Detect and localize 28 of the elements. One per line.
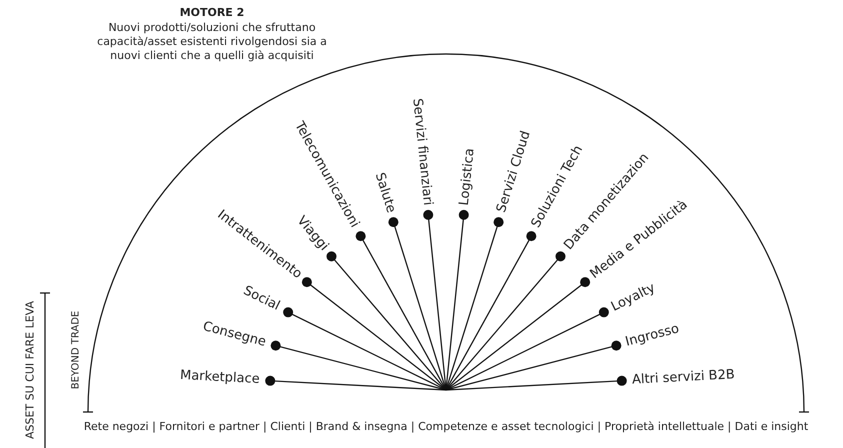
section-label: BEYOND TRADE <box>70 310 82 390</box>
connector-line <box>446 307 609 391</box>
connector-line <box>356 231 447 390</box>
category-label: Logistica <box>457 147 479 206</box>
axis-label: ASSET SU CUI FARE LEVA <box>24 301 36 439</box>
category-label: Altri servizi B2B <box>631 366 735 388</box>
connector-line <box>446 277 590 390</box>
connector-line <box>445 217 504 390</box>
category-label: Salute <box>370 170 398 215</box>
category-label: Servizi Cloud <box>494 129 534 215</box>
connector-line <box>265 376 446 391</box>
connector-line <box>446 340 622 391</box>
connector-line <box>283 307 446 391</box>
connector-line <box>388 217 447 390</box>
category-label: Servizi finanziari <box>408 97 436 206</box>
heading: MOTORE 2 <box>180 6 244 19</box>
category-label: Marketplace <box>180 368 260 388</box>
connector-line <box>270 340 446 391</box>
connector-line <box>446 251 566 390</box>
connector-line <box>423 210 447 390</box>
connector-line <box>445 231 536 390</box>
description-text: Nuovi prodotti/soluzioni che sfruttano capacità/asset esistenti rivolgendosi sia a nuovi clienti che a quelli già acquisiti <box>96 21 328 63</box>
connector-line <box>326 251 446 390</box>
connector-line <box>302 277 446 390</box>
asset-list-text: Rete negozi | Fornitori e partner | Clienti | Brand & insegna | Competenze e asset tecnologici | Proprietà intellettuale | Dati e insight <box>84 420 808 433</box>
connector-line <box>445 210 469 390</box>
category-label: Ingrosso <box>624 322 682 351</box>
connector-line <box>446 376 627 391</box>
